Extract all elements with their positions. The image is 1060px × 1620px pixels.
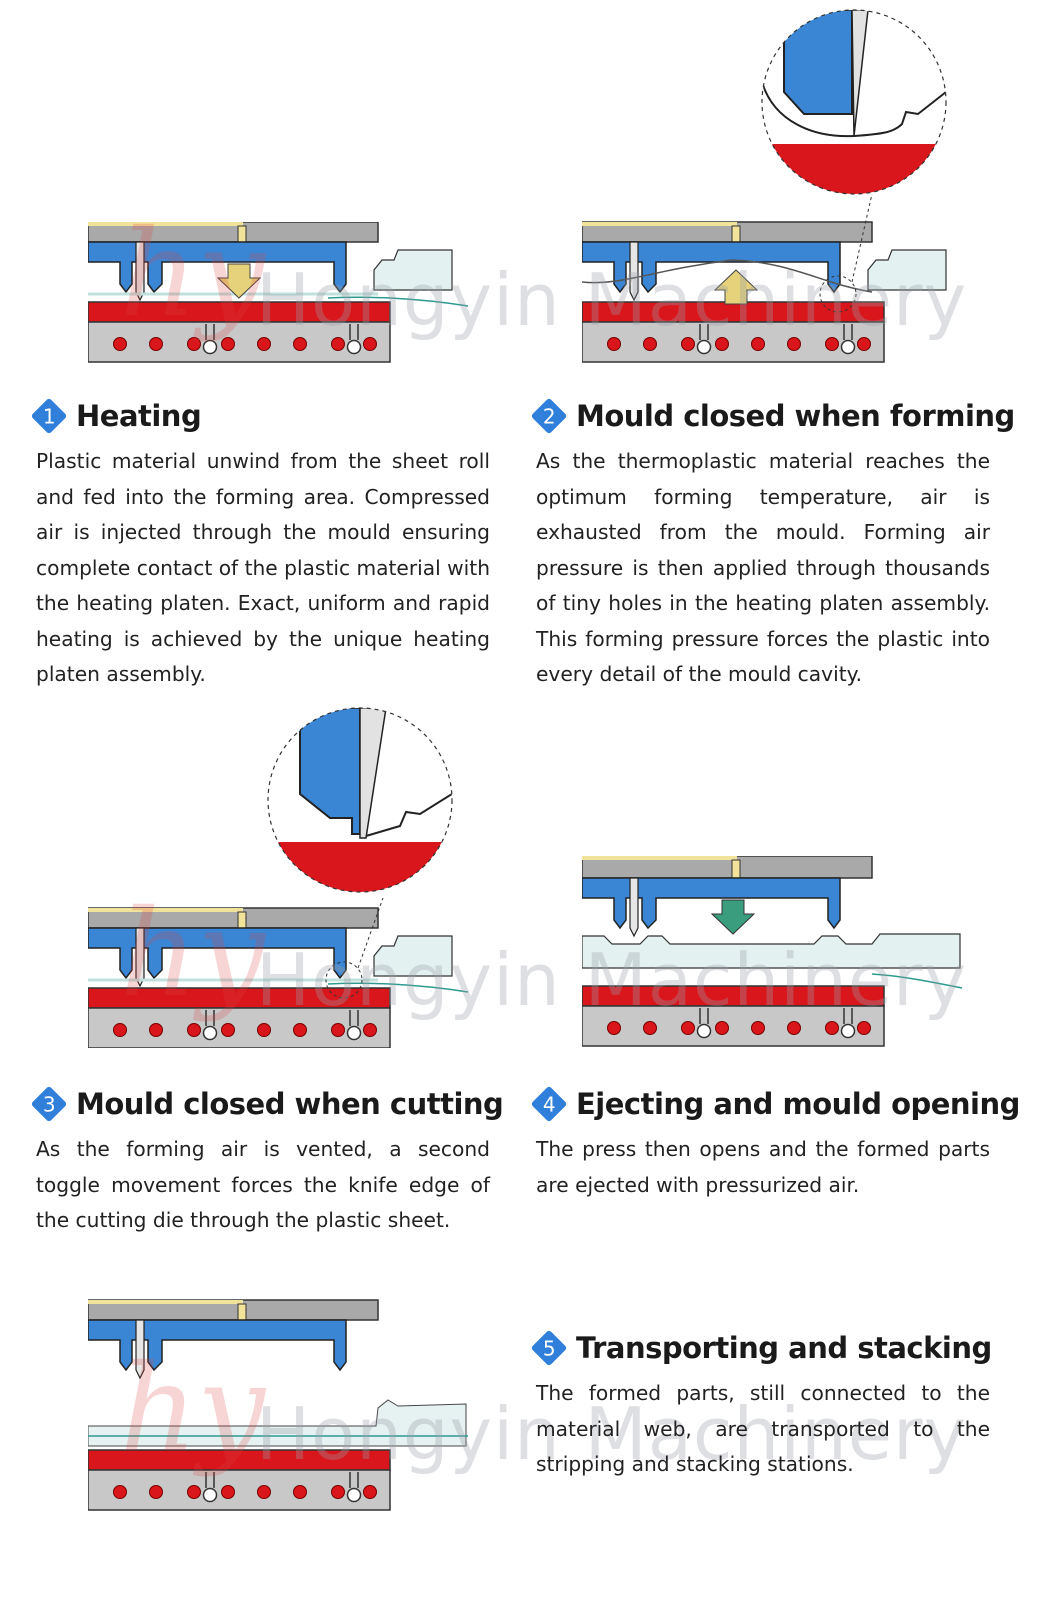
forming-diagram	[582, 9, 947, 363]
step-header: 1 Heating	[28, 394, 490, 438]
step-cutting: 3 Mould closed when cutting As the formi…	[28, 1082, 504, 1239]
step-forming: 2 Mould closed when forming As the therm…	[528, 394, 1015, 693]
step-header: 4 Ejecting and mould opening	[528, 1082, 1020, 1126]
step-number-badge: 1	[30, 397, 68, 435]
cutting-diagram	[88, 707, 469, 1048]
step-description: As the thermoplastic material reaches th…	[536, 449, 990, 686]
step-title: Mould closed when cutting	[76, 1087, 504, 1121]
step-description: Plastic material unwind from the sheet r…	[36, 449, 490, 686]
transporting-diagram	[88, 1299, 468, 1511]
step-transporting: 5 Transporting and stacking The formed p…	[528, 1326, 992, 1483]
step-number-badge: 2	[530, 397, 568, 435]
step-heating: 1 Heating Plastic material unwind from t…	[28, 394, 490, 693]
step-ejecting: 4 Ejecting and mould opening The press t…	[528, 1082, 1020, 1203]
ejecting-diagram	[582, 856, 963, 1047]
step-title: Ejecting and mould opening	[576, 1087, 1020, 1121]
step-title: Transporting and stacking	[576, 1331, 992, 1365]
step-number-badge: 4	[530, 1085, 568, 1123]
step-header: 5 Transporting and stacking	[528, 1326, 992, 1370]
step-title: Mould closed when forming	[576, 399, 1015, 433]
step-description: The press then opens and the formed part…	[536, 1137, 990, 1197]
heating-diagram	[88, 222, 469, 363]
step-number-badge: 3	[30, 1085, 68, 1123]
step-number-badge: 5	[530, 1329, 568, 1367]
step-title: Heating	[76, 399, 202, 433]
step-description: As the forming air is vented, a second t…	[36, 1137, 490, 1232]
step-header: 3 Mould closed when cutting	[28, 1082, 504, 1126]
step-description: The formed parts, still connected to the…	[536, 1381, 990, 1476]
step-header: 2 Mould closed when forming	[528, 394, 1015, 438]
